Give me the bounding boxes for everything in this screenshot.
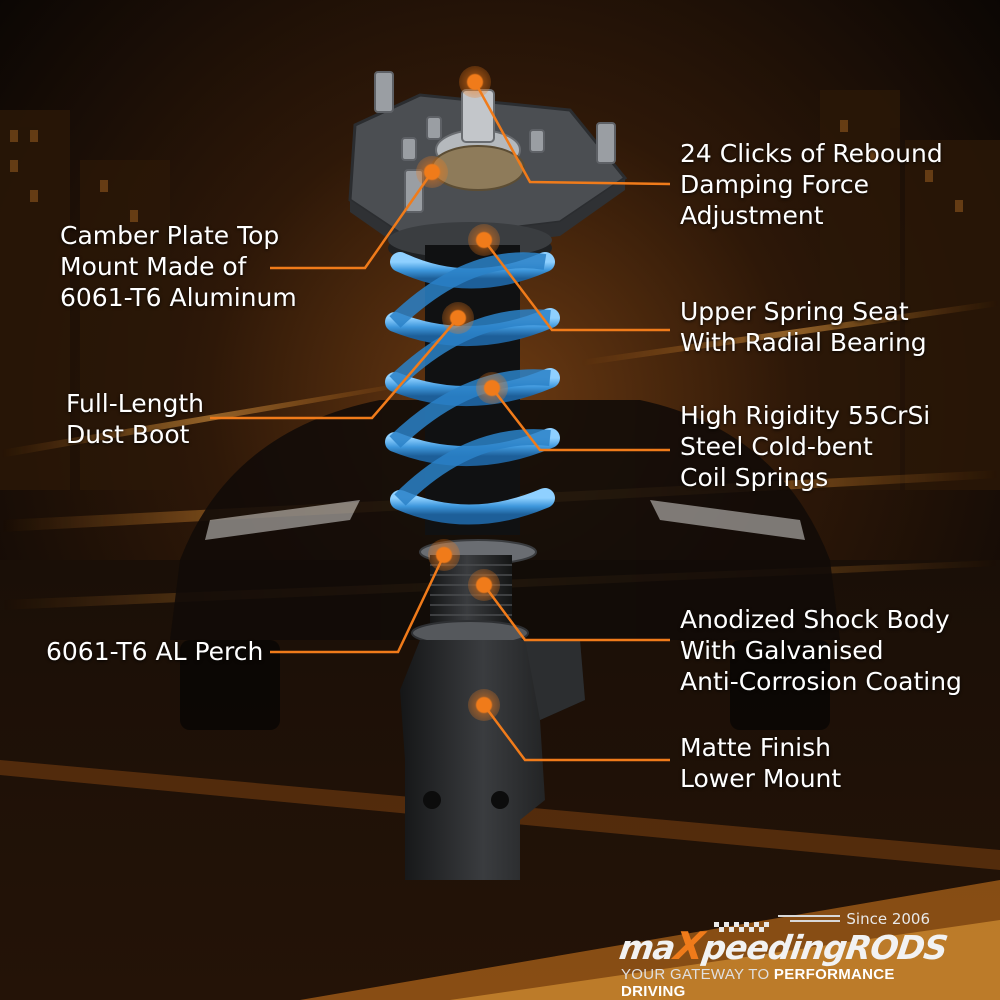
label-line: Matte Finish (680, 733, 831, 762)
marker-dot-rebound (459, 66, 491, 98)
label-line: 6061-T6 Aluminum (60, 283, 297, 312)
logo-part: peedingRODS (700, 928, 950, 967)
label-lower-mount: Matte Finish Lower Mount (680, 732, 841, 794)
lower-mount (400, 640, 585, 880)
label-line: 24 Clicks of Rebound (680, 139, 943, 168)
label-shock-body: Anodized Shock Body With Galvanised Anti… (680, 604, 962, 697)
label-camber-plate: Camber Plate Top Mount Made of 6061-T6 A… (60, 220, 297, 313)
marker-dots (416, 66, 508, 721)
label-line: Steel Cold-bent (680, 432, 873, 461)
label-line: With Galvanised (680, 636, 884, 665)
marker-dot-lower-mount (468, 689, 500, 721)
logo-part: ma (617, 928, 678, 967)
label-line: Upper Spring Seat (680, 297, 909, 326)
marker-dot-camber (416, 156, 448, 188)
label-line: 6061-T6 AL Perch (46, 637, 264, 666)
since-decor-line (790, 920, 840, 922)
camber-plate (348, 71, 628, 254)
tagline: YOUR GATEWAY TO PERFORMANCE DRIVING (621, 966, 958, 1000)
label-dust-boot: Full-Length Dust Boot (66, 388, 204, 450)
checkered-flag-icon (714, 922, 769, 932)
label-line: Anodized Shock Body (680, 605, 950, 634)
label-line: With Radial Bearing (680, 328, 927, 357)
label-line: Full-Length (66, 389, 205, 418)
label-line: Anti-Corrosion Coating (680, 667, 962, 696)
label-al-perch: 6061-T6 AL Perch (46, 636, 263, 667)
since-text: Since 2006 (846, 910, 930, 928)
logo-wordmark: maXpeedingRODS (617, 924, 950, 968)
label-line: Adjustment (680, 201, 824, 230)
marker-dot-coil (476, 372, 508, 404)
since-decor-line (778, 915, 840, 917)
label-line: Dust Boot (66, 420, 190, 449)
label-line: Lower Mount (680, 764, 842, 793)
label-line: Damping Force (680, 170, 870, 199)
label-line: Mount Made of (60, 252, 247, 281)
label-rebound-adjustment: 24 Clicks of Rebound Damping Force Adjus… (680, 138, 943, 231)
marker-dot-shock-body (468, 569, 500, 601)
label-coil-springs: High Rigidity 55CrSi Steel Cold-bent Coi… (680, 400, 930, 493)
label-upper-spring-seat: Upper Spring Seat With Radial Bearing (680, 296, 927, 358)
label-line: High Rigidity 55CrSi (680, 401, 931, 430)
tagline-bold: PERFORMANCE DRIVING (621, 966, 895, 1000)
marker-dot-spring-seat (468, 224, 500, 256)
brand-logo: Since 2006 maXpeedingRODS YOUR GATEWAY T… (617, 910, 958, 1000)
leader-lines (210, 81, 671, 762)
label-line: Coil Springs (680, 463, 829, 492)
tagline-plain: YOUR GATEWAY TO (621, 966, 774, 983)
marker-dot-dust-boot (442, 302, 474, 334)
label-line: Camber Plate Top (60, 221, 280, 250)
marker-dot-perch (428, 539, 460, 571)
